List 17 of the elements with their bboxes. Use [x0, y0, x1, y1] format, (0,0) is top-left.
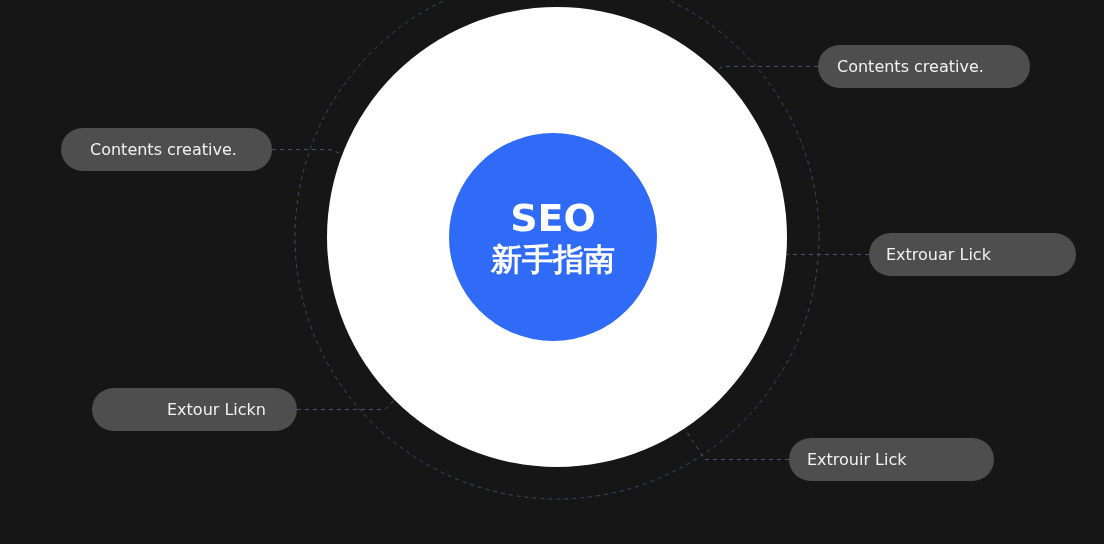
leader-line: [716, 66, 819, 73]
label-text: Contents creative.: [90, 140, 237, 159]
leader-line: [683, 428, 790, 460]
leader-line: [785, 253, 870, 255]
leader-line: [296, 399, 396, 410]
label-text: Extrouar Lick: [886, 245, 991, 264]
title-text: SEO: [510, 195, 596, 242]
label-pill: [818, 45, 1030, 88]
subtitle-text: 新手指南: [491, 241, 615, 279]
label-pill: [61, 128, 272, 171]
label-pill: [789, 438, 994, 481]
leader-line: [271, 149, 343, 155]
label-text: Extour Lickn: [167, 400, 266, 419]
label-text: Contents creative.: [837, 57, 984, 76]
label-text: Extrouir Lick: [807, 450, 907, 469]
label-pill: [92, 388, 297, 431]
label-pill: [869, 233, 1076, 276]
